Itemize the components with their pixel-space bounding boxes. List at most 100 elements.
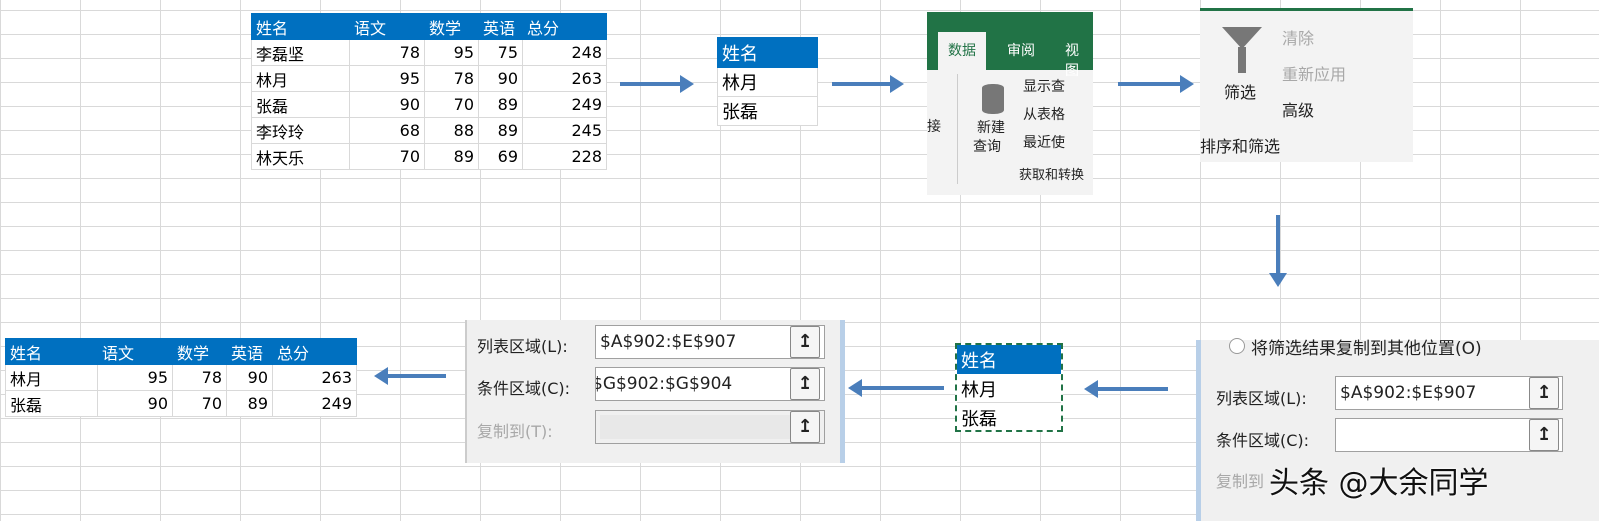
criteria-cell: 林月 — [957, 374, 1061, 403]
table-cell: 263 — [272, 364, 357, 391]
criteria-cell: 张磊 — [961, 409, 997, 430]
filter-ribbon: 筛选 清除 重新应用 高级 排序和筛选 — [1200, 8, 1413, 162]
copy-to-label: 复制到(T): — [477, 422, 553, 441]
header-cell: 数学 — [172, 338, 227, 365]
table-cell: 李磊坚 — [251, 39, 350, 66]
table-cell: 90 — [97, 390, 173, 417]
header-cell: 总分 — [522, 13, 607, 40]
list-range-input[interactable]: $A$902:$E$907 — [595, 325, 825, 359]
copy-to-label: 复制到 — [1216, 472, 1265, 491]
arrow-left-icon — [374, 367, 446, 385]
table-cell: 张磊 — [251, 91, 350, 118]
table-cell: 70 — [424, 91, 479, 118]
table-cell: 90 — [226, 364, 273, 391]
table-cell: 89 — [478, 117, 523, 144]
table-cell: 68 — [349, 117, 425, 144]
header-cell: 语文 — [97, 338, 173, 365]
header-cell: 姓名 — [5, 338, 98, 365]
arrow-right-icon — [1118, 75, 1194, 93]
tab-view[interactable]: 视图 — [1065, 43, 1079, 79]
collapse-dialog-button[interactable]: ↥ — [790, 326, 820, 358]
copy-to-radio[interactable] — [1229, 338, 1245, 354]
table-cell: 78 — [349, 39, 425, 66]
table-cell: 林天乐 — [251, 143, 350, 170]
table-cell: 249 — [522, 91, 607, 118]
table-cell: 95 — [349, 65, 425, 92]
criteria-header: 姓名 — [957, 345, 1061, 374]
list-range-label: 列表区域(L): — [477, 337, 568, 356]
table-cell: 林月 — [5, 364, 98, 391]
collapse-dialog-button[interactable]: ↥ — [790, 411, 820, 443]
new-query-button[interactable]: 新建 — [977, 120, 1005, 136]
collapse-dialog-button[interactable]: ↥ — [790, 368, 820, 400]
criteria-header: 姓名 — [717, 37, 818, 68]
table-cell: 69 — [478, 143, 523, 170]
arrow-left-icon — [848, 379, 944, 397]
table-cell: 90 — [349, 91, 425, 118]
table-cell: 88 — [424, 117, 479, 144]
table-cell: 228 — [522, 143, 607, 170]
table-header-row: 姓名 语文 数学 英语 总分 — [251, 13, 607, 40]
list-range-label: 列表区域(L): — [1216, 389, 1307, 408]
criteria-range-input[interactable]: $G$902:$G$904 — [595, 367, 825, 401]
show-queries-button[interactable]: 显示查 — [1023, 79, 1065, 95]
advanced-filter-dialog: 列表区域(L): $A$902:$E$907 ↥ 条件区域(C): $G$902… — [465, 320, 845, 463]
criteria-table: 姓名 林月 张磊 — [717, 37, 818, 126]
clear-button[interactable]: 清除 — [1282, 29, 1315, 48]
reapply-button[interactable]: 重新应用 — [1282, 65, 1347, 84]
copy-to-input[interactable] — [595, 410, 825, 444]
arrow-down-icon — [1269, 215, 1287, 287]
filter-button[interactable]: 筛选 — [1224, 83, 1257, 102]
from-table-button[interactable]: 从表格 — [1023, 107, 1065, 123]
criteria-cell: 张磊 — [717, 96, 818, 126]
arrow-left-icon — [1084, 380, 1168, 398]
group-label: 排序和筛选 — [1200, 137, 1281, 156]
header-cell: 姓名 — [251, 13, 350, 40]
copy-to-radio-label[interactable]: 将筛选结果复制到其他位置(O) — [1251, 339, 1482, 359]
table-cell: 李玲玲 — [251, 117, 350, 144]
table-cell: 89 — [424, 143, 479, 170]
table-cell: 95 — [97, 364, 173, 391]
criteria-range-input[interactable] — [1335, 418, 1563, 452]
filter-icon — [1222, 27, 1262, 49]
tab-review[interactable]: 审阅 — [1007, 43, 1035, 59]
tab-data[interactable]: 数据 — [938, 32, 986, 70]
table-cell: 75 — [478, 39, 523, 66]
table-cell: 78 — [424, 65, 479, 92]
collapse-dialog-button[interactable]: ↥ — [1529, 377, 1559, 409]
arrow-right-icon — [620, 75, 694, 93]
group-label: 获取和转换 — [1019, 168, 1085, 183]
criteria-cell: 林月 — [717, 67, 818, 97]
criteria-range-label: 条件区域(C): — [1216, 431, 1310, 450]
advanced-filter-button[interactable]: 高级 — [1282, 101, 1315, 120]
table-cell: 林月 — [251, 65, 350, 92]
header-cell: 英语 — [478, 13, 523, 40]
watermark: 头条 @大余同学 — [1269, 466, 1489, 501]
new-query-dropdown[interactable]: 查询 — [973, 139, 1001, 155]
criteria-copy-selection: 姓名 林月 张磊 — [955, 343, 1063, 432]
advanced-filter-dialog-partial: 将筛选结果复制到其他位置(O) 列表区域(L): $A$902:$E$907 ↥… — [1196, 338, 1599, 521]
header-cell: 英语 — [226, 338, 273, 365]
header-cell: 数学 — [424, 13, 479, 40]
table-cell: 249 — [272, 390, 357, 417]
table-cell: 90 — [478, 65, 523, 92]
table-cell: 263 — [522, 65, 607, 92]
table-cell: 245 — [522, 117, 607, 144]
criteria-range-label: 条件区域(C): — [477, 379, 571, 398]
recent-sources-button[interactable]: 最近使 — [1023, 135, 1065, 151]
collapse-dialog-button[interactable]: ↥ — [1529, 419, 1559, 451]
database-icon — [982, 84, 1004, 114]
arrow-right-icon — [832, 75, 904, 93]
table-cell: 张磊 — [5, 390, 98, 417]
list-range-input[interactable]: $A$902:$E$907 — [1335, 376, 1563, 410]
connections-button[interactable]: 接 — [927, 119, 941, 135]
table-cell: 78 — [172, 364, 227, 391]
data-ribbon: 数据 审阅 视图 接 新建 查询 显示查 从表格 最近使 获取和转换 — [927, 12, 1093, 195]
